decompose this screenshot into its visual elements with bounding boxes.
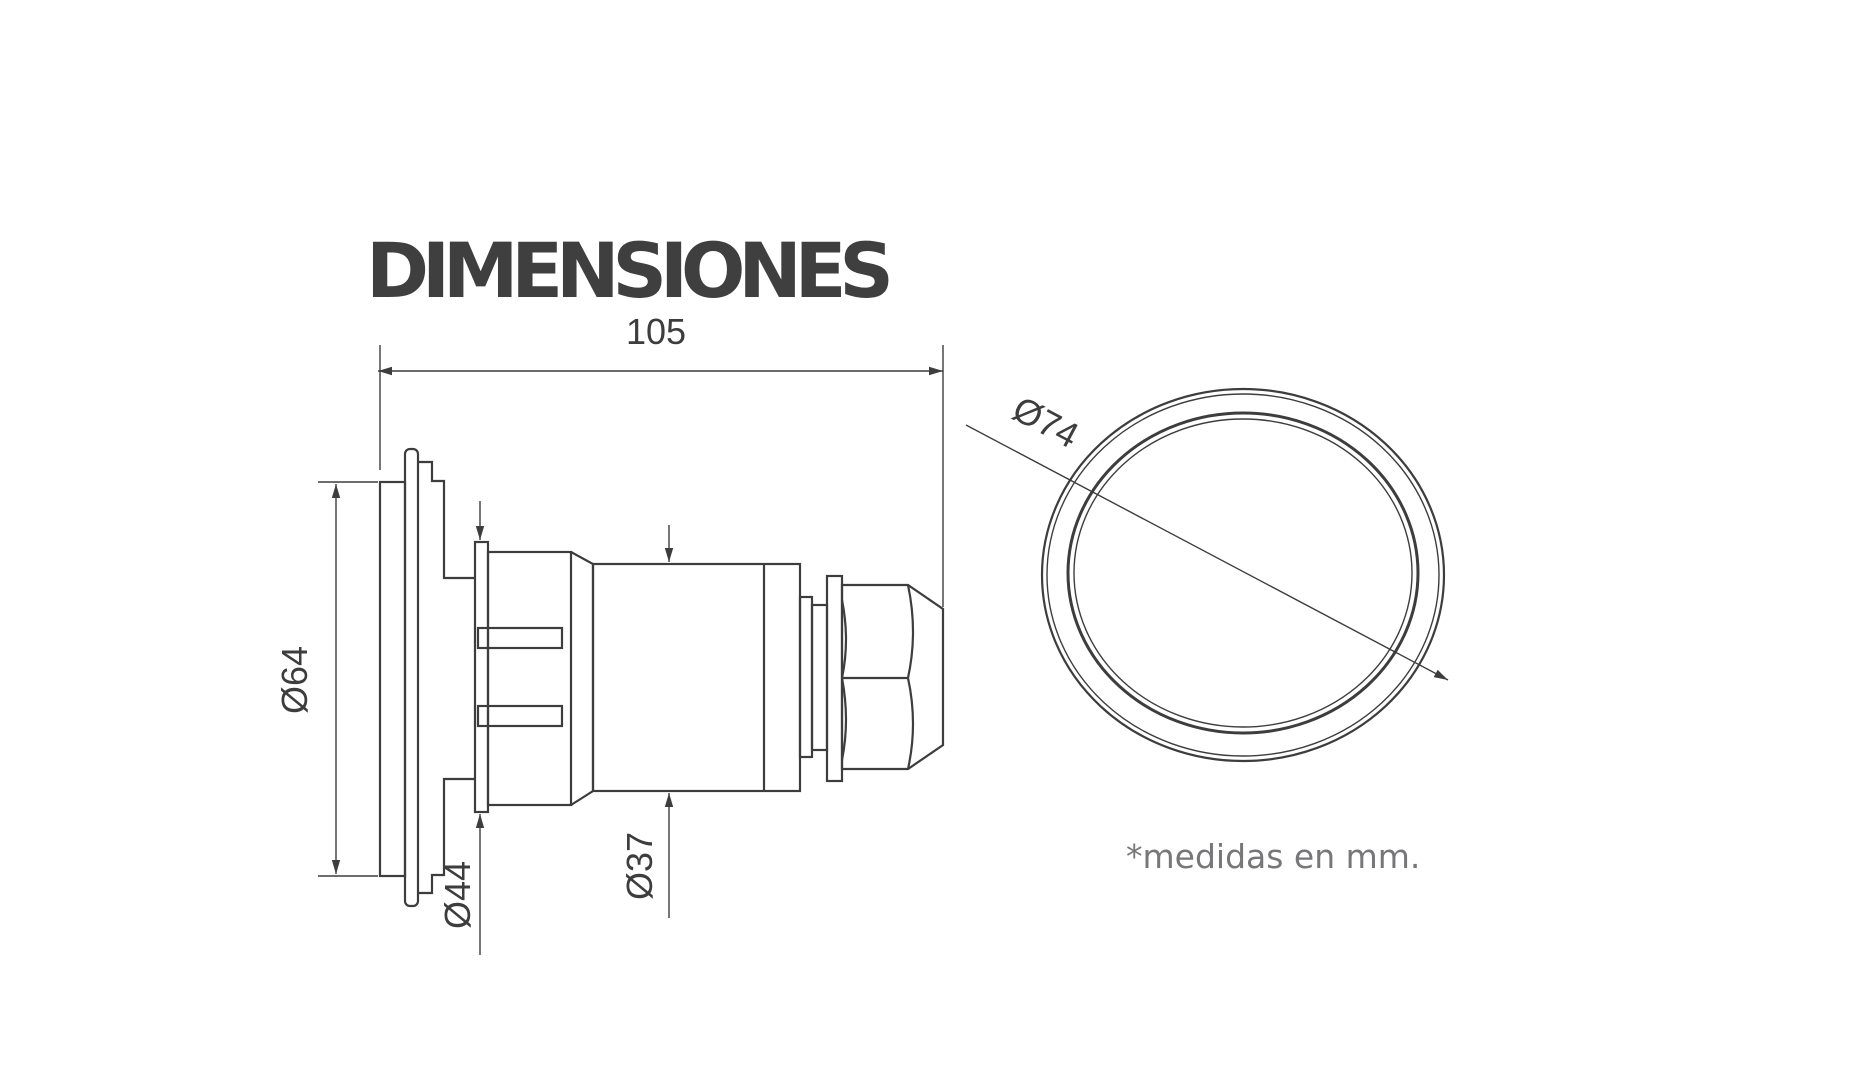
- side-view: [378, 447, 945, 908]
- flange-diameter-label: Ø64: [274, 646, 315, 714]
- body-diameter-label: Ø37: [619, 832, 660, 900]
- neck-diameter-dimension: Ø44: [437, 501, 485, 955]
- neck-diameter-label: Ø44: [437, 861, 478, 929]
- front-view: Ø74: [965, 388, 1449, 763]
- units-footnote: *medidas en mm.: [1126, 837, 1420, 876]
- length-dimension: 105: [378, 311, 944, 607]
- flange-diameter-dimension: Ø64: [274, 481, 378, 877]
- front-diameter-label: Ø74: [1006, 388, 1085, 456]
- length-label: 105: [626, 311, 686, 352]
- body-diameter-dimension: Ø37: [619, 525, 674, 918]
- page-title: DIMENSIONES: [366, 226, 894, 315]
